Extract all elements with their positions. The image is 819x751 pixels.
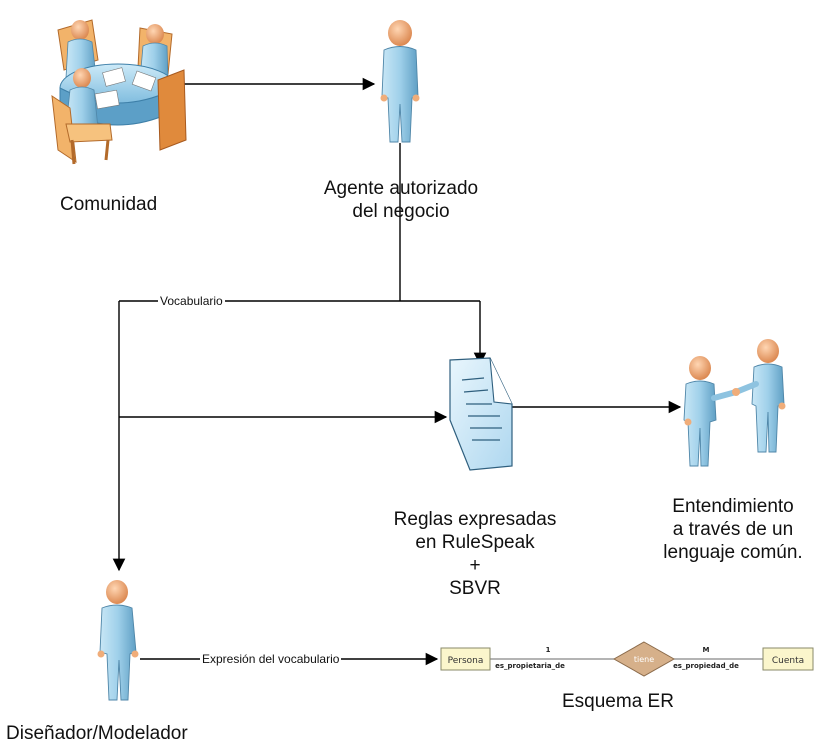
entendimiento-label-line3: lenguaje común.: [663, 542, 803, 563]
entendimiento-label-line1: Entendimiento: [672, 496, 794, 517]
entendimiento-label: Entendimiento a través de un lenguaje co…: [648, 495, 818, 564]
reglas-label-line2: en RuleSpeak: [415, 532, 535, 553]
er-relationship-label: tiene: [634, 655, 654, 664]
er-cardinality-right: M: [703, 646, 710, 654]
er-schema-title: Esquema ER: [562, 691, 674, 712]
er-entity-persona-label: Persona: [448, 656, 484, 666]
er-entity-cuenta: Cuenta: [762, 647, 814, 671]
er-entity-persona: Persona: [440, 647, 491, 671]
er-entity-cuenta-label: Cuenta: [772, 656, 804, 666]
agente-person-icon: [380, 20, 420, 143]
er-relationship-tiene: tiene: [612, 641, 676, 677]
agente-label-line2: del negocio: [352, 201, 450, 222]
agente-label-line1: Agente autorizado: [323, 178, 479, 199]
reglas-label: Reglas expresadas en RuleSpeak + SBVR: [375, 508, 575, 600]
handshake-people-icon: [683, 339, 786, 467]
er-cardinality-left: 1: [546, 646, 551, 654]
reglas-label-line3: +: [469, 555, 481, 576]
er-role-right: es_propiedad_de: [673, 662, 739, 670]
disenador-label: Diseñador/Modelador: [6, 723, 188, 744]
document-icon: [449, 357, 513, 471]
meeting-table-icon: [51, 19, 187, 165]
expresion-edge-label: Expresión del vocabulario: [200, 652, 342, 666]
entendimiento-label-line2: a través de un: [672, 519, 794, 540]
vocabulario-edge-label: Vocabulario: [158, 294, 225, 308]
disenador-person-icon: [97, 580, 139, 701]
er-role-left: es_propietaria_de: [495, 662, 565, 670]
reglas-label-line4: SBVR: [449, 578, 501, 599]
comunidad-label: Comunidad: [60, 194, 158, 215]
agente-label: Agente autorizado del negocio: [306, 177, 496, 223]
reglas-label-line1: Reglas expresadas: [393, 509, 557, 530]
er-schema: Persona tiene Cuenta 1 M es_propietaria_…: [440, 641, 814, 677]
